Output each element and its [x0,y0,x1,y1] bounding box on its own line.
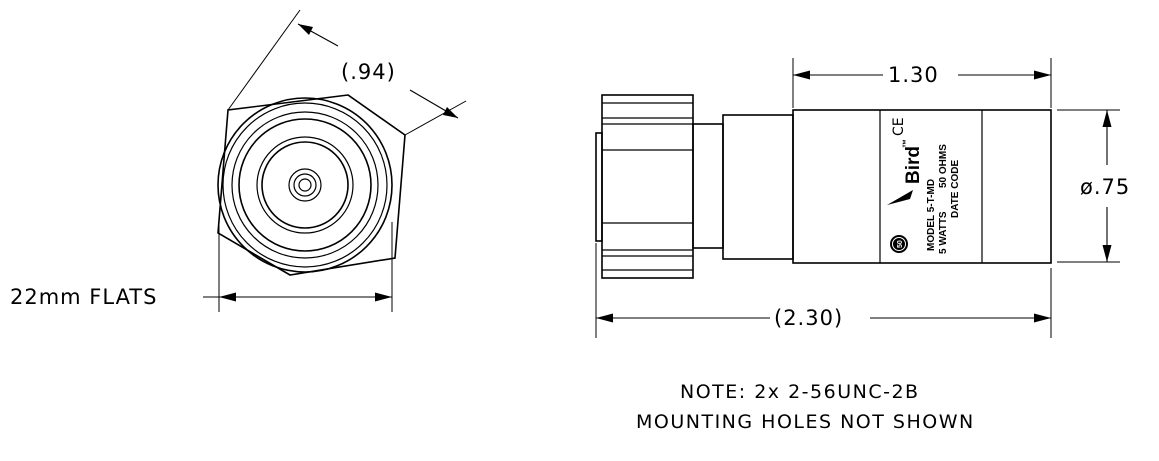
center-pin [298,178,312,192]
overall-arrow-right [1034,313,1051,323]
connector-neck [692,123,724,249]
power-text: 5 WATTS [938,211,949,254]
dia-arrow-bottom [1102,245,1112,262]
impedance-text: 50 OHMS [938,144,949,188]
diag-arrow-upper [298,24,313,35]
flats-dimension-label: 22mm FLATS [10,285,157,309]
body-arrow-left [793,70,810,80]
impedance-badge-inner [892,237,906,251]
center-pin-ring [288,168,322,202]
middle-ring [256,136,354,234]
impedance-badge-text: 50 [897,240,904,248]
trademark-mark: ™ [901,139,911,148]
outer-ring-1 [217,97,393,273]
ce-mark: CE [891,117,907,136]
side-view [595,58,1120,338]
body-arrow-right [1034,70,1051,80]
diag-extension-lower [404,100,467,136]
diag-dimension-label: (.94) [341,60,396,84]
outer-ring-2 [222,102,388,268]
body-length-label: 1.30 [888,63,939,87]
center-pin-ring-2 [293,173,317,197]
load-body [792,109,1052,264]
flats-arrow-left [219,292,236,302]
outer-ring-3 [231,111,379,259]
brand-name: Bird [903,146,924,184]
diameter-label: ø.75 [1080,175,1130,199]
diag-arrow-lower [443,107,458,118]
overall-length-label: (2.30) [774,306,843,330]
date-code-text: DATE CODE [950,160,961,218]
end-view [203,9,467,312]
connector-shoulder [722,114,794,260]
overall-arrow-left [596,313,613,323]
outer-ring-4 [238,118,372,252]
product-label: 50 Bird ™ CE MODEL 5-T-MD 5 WATTS 50 OHM… [887,117,961,254]
flats-arrow-right [375,292,392,302]
bird-logo-icon [887,190,913,205]
note-line-2: MOUNTING HOLES NOT SHOWN [636,411,975,433]
model-text: MODEL 5-T-MD [926,179,937,251]
diag-extension-upper [227,9,301,111]
note-line-1: NOTE: 2x 2-56UNC-2B [680,381,920,403]
dielectric-ring [261,141,349,229]
flange-lip [595,132,603,242]
dia-arrow-top [1102,110,1112,127]
